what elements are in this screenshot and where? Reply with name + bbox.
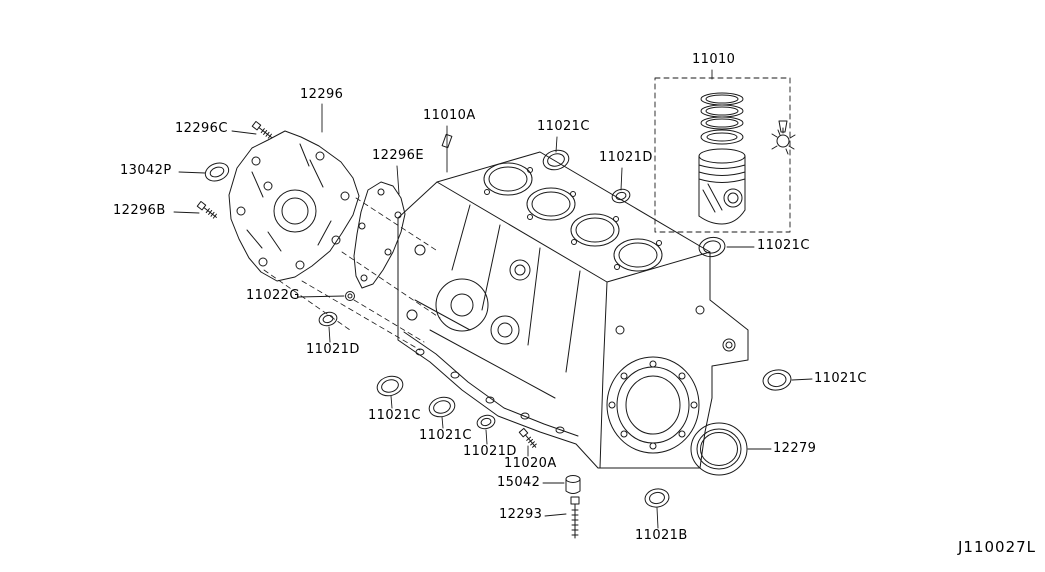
plug-11021d-part-2 bbox=[318, 311, 338, 327]
leader-lines bbox=[173, 69, 813, 529]
plug-11021b-part bbox=[644, 488, 670, 508]
plug-11021c-part-1 bbox=[542, 149, 570, 171]
part-label-12293: 12293 bbox=[499, 507, 543, 522]
plug-11021c-part-3 bbox=[376, 375, 404, 397]
part-label-11021c-4: 11021C bbox=[419, 428, 472, 443]
part-label-12296b: 12296B bbox=[113, 203, 166, 218]
cylinder-block-part bbox=[397, 151, 749, 469]
part-label-11021d-3: 11021D bbox=[463, 444, 517, 459]
part-label-11021c-5: 11021C bbox=[814, 371, 867, 386]
plug-11021c-part-4 bbox=[428, 396, 456, 418]
part-label-11021c-3: 11021C bbox=[368, 408, 421, 423]
oil-seal-13042p-part bbox=[204, 162, 230, 182]
bolt-11020a-part bbox=[518, 427, 537, 448]
plug-11021c-part-5 bbox=[762, 369, 792, 391]
part-label-13042p: 13042P bbox=[120, 163, 172, 178]
bolt-12296c-part bbox=[251, 120, 272, 139]
part-label-11021d-1: 11021D bbox=[599, 150, 653, 165]
part-label-12279: 12279 bbox=[773, 441, 817, 456]
part-label-11021c-2: 11021C bbox=[757, 238, 810, 253]
plug-11021d-part-3 bbox=[476, 414, 496, 430]
part-label-11021d-2: 11021D bbox=[306, 342, 360, 357]
bolt-12296b-part bbox=[196, 200, 217, 219]
dowel-11022g-part bbox=[345, 291, 355, 301]
plug-15042-part bbox=[565, 475, 581, 494]
alignment-lines bbox=[263, 197, 441, 351]
part-label-11022g: 11022G bbox=[246, 288, 300, 303]
rear-seal-12279-part bbox=[690, 422, 748, 476]
part-label-11010a: 11010A bbox=[423, 108, 476, 123]
part-label-12296c: 12296C bbox=[175, 121, 228, 136]
part-label-11021b: 11021B bbox=[635, 528, 688, 543]
diagram-code: J110027L bbox=[958, 538, 1037, 556]
plug-11021c-part-2 bbox=[698, 236, 726, 258]
piston-assembly-part bbox=[654, 77, 796, 233]
part-label-12296: 12296 bbox=[300, 87, 344, 102]
stud-11010a-part bbox=[441, 133, 453, 149]
bolt-12293-part bbox=[570, 496, 580, 539]
part-label-12296e: 12296E bbox=[372, 148, 424, 163]
part-label-11021c-1: 11021C bbox=[537, 119, 590, 134]
part-label-11020a: 11020A bbox=[504, 456, 557, 471]
part-label-11010: 11010 bbox=[692, 52, 736, 67]
front-cover-part bbox=[228, 130, 360, 282]
cover-gasket-part bbox=[353, 181, 406, 289]
part-label-15042: 15042 bbox=[497, 475, 541, 490]
plug-11021d-part-1 bbox=[611, 188, 631, 204]
